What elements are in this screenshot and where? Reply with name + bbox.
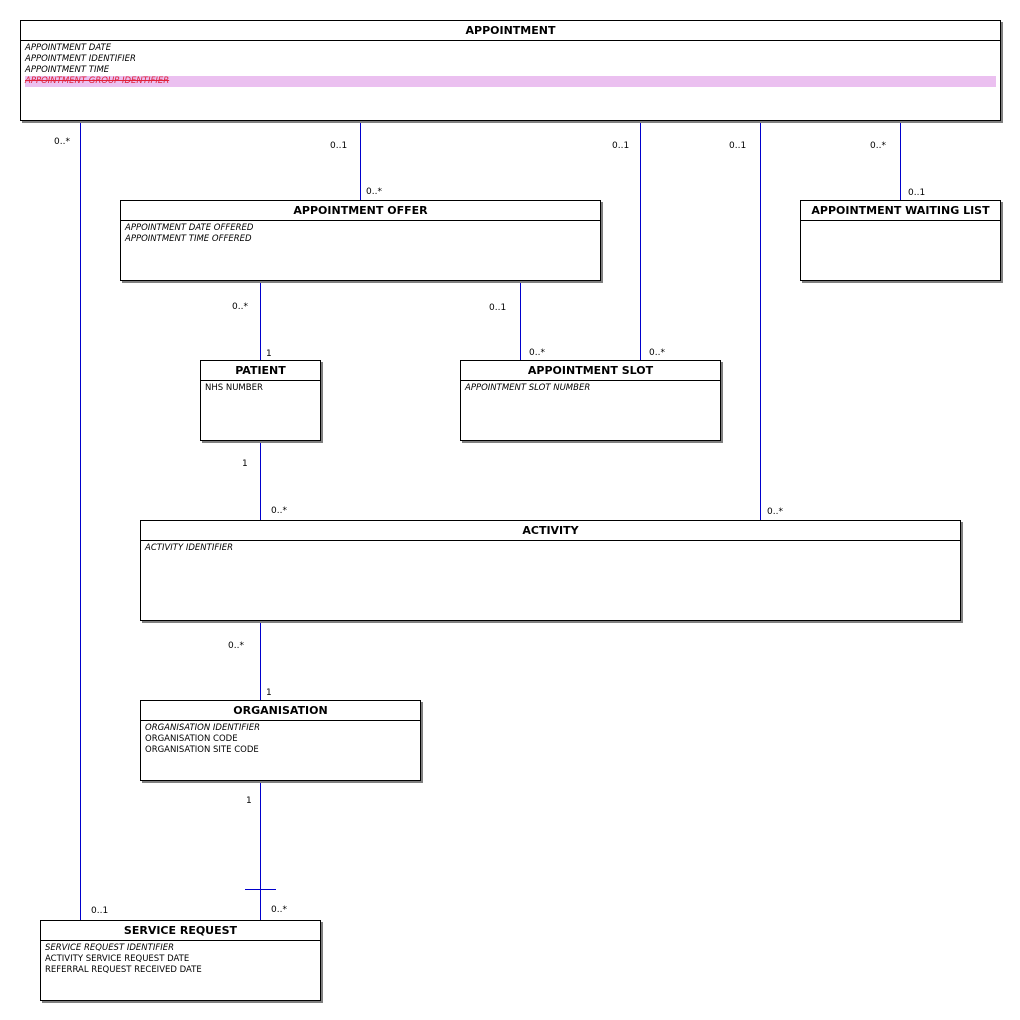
entity-activity[interactable]: ACTIVITY ACTIVITY IDENTIFIER (140, 520, 961, 621)
mult-offer-to-slot: 0..1 (489, 303, 507, 313)
attribute-organisation-code: ORGANISATION CODE (145, 734, 238, 744)
mult-organisation-to-service-request: 1 (246, 796, 252, 806)
entity-appointment-waiting-list[interactable]: APPOINTMENT WAITING LIST (800, 200, 1001, 281)
connector-appointment-slot (640, 121, 641, 360)
attribute-list (801, 221, 1000, 223)
attribute-service-request-identifier: SERVICE REQUEST IDENTIFIER (45, 943, 175, 953)
mult-appointment-to-service-request: 0..* (54, 137, 70, 147)
entity-title: APPOINTMENT OFFER (121, 201, 600, 221)
connector-offer-slot (520, 281, 521, 360)
entity-title: PATIENT (201, 361, 320, 381)
attribute-organisation-site-code: ORGANISATION SITE CODE (145, 745, 259, 755)
attribute-list: SERVICE REQUEST IDENTIFIER ACTIVITY SERV… (41, 941, 320, 976)
attribute-list: APPOINTMENT DATE APPOINTMENT IDENTIFIER … (21, 41, 1000, 87)
attribute-list: ACTIVITY IDENTIFIER (141, 541, 960, 554)
attribute-appointment-time-offered: APPOINTMENT TIME OFFERED (125, 234, 252, 244)
mandatory-crossbar-marker (245, 889, 276, 890)
mult-waiting-list-from-appointment: 0..1 (908, 188, 926, 198)
entity-title: APPOINTMENT SLOT (461, 361, 720, 381)
connector-appointment-offer (360, 121, 361, 200)
entity-title: SERVICE REQUEST (41, 921, 320, 941)
mult-organisation-from-activity: 1 (266, 688, 272, 698)
mult-offer-from-appointment: 0..* (366, 187, 382, 197)
attribute-referral-request-received-date: REFERRAL REQUEST RECEIVED DATE (45, 965, 202, 975)
mult-appointment-to-offer: 0..1 (330, 141, 348, 151)
attribute-organisation-identifier: ORGANISATION IDENTIFIER (145, 723, 261, 733)
mult-patient-to-activity: 1 (242, 459, 248, 469)
entity-appointment-offer[interactable]: APPOINTMENT OFFER APPOINTMENT DATE OFFER… (120, 200, 601, 281)
entity-title: APPOINTMENT (21, 21, 1000, 41)
connector-patient-activity (260, 441, 261, 520)
attribute-appointment-time: APPOINTMENT TIME (25, 65, 110, 75)
entity-organisation[interactable]: ORGANISATION ORGANISATION IDENTIFIER ORG… (140, 700, 421, 781)
entity-patient[interactable]: PATIENT NHS NUMBER (200, 360, 321, 441)
attribute-appointment-date-offered: APPOINTMENT DATE OFFERED (125, 223, 254, 233)
mult-appointment-to-slot: 0..1 (612, 141, 630, 151)
connector-appointment-activity (760, 121, 761, 520)
attribute-appointment-identifier: APPOINTMENT IDENTIFIER (25, 54, 136, 64)
connector-activity-organisation (260, 621, 261, 700)
attribute-activity-identifier: ACTIVITY IDENTIFIER (145, 543, 234, 553)
mult-slot-from-appointment: 0..* (649, 348, 665, 358)
connector-offer-patient (260, 281, 261, 360)
mult-service-request-from-appointment: 0..1 (91, 906, 109, 916)
entity-appointment-slot[interactable]: APPOINTMENT SLOT APPOINTMENT SLOT NUMBER (460, 360, 721, 441)
attribute-appointment-slot-number: APPOINTMENT SLOT NUMBER (465, 383, 591, 393)
attribute-nhs-number: NHS NUMBER (205, 383, 263, 393)
entity-appointment[interactable]: APPOINTMENT APPOINTMENT DATE APPOINTMENT… (20, 20, 1001, 121)
attribute-list: APPOINTMENT DATE OFFERED APPOINTMENT TIM… (121, 221, 600, 245)
mult-patient-from-offer: 1 (266, 349, 272, 359)
attribute-appointment-date: APPOINTMENT DATE (25, 43, 112, 53)
entity-service-request[interactable]: SERVICE REQUEST SERVICE REQUEST IDENTIFI… (40, 920, 321, 1001)
mult-appointment-to-activity: 0..1 (729, 141, 747, 151)
connector-organisation-service-request (260, 781, 261, 920)
connector-appointment-service-request (80, 121, 81, 920)
entity-title: APPOINTMENT WAITING LIST (801, 201, 1000, 221)
mult-appointment-to-waiting-list: 0..* (870, 141, 886, 151)
attribute-activity-service-request-date: ACTIVITY SERVICE REQUEST DATE (45, 954, 190, 964)
attribute-list: NHS NUMBER (201, 381, 320, 394)
mult-activity-from-appointment: 0..* (767, 507, 783, 517)
attribute-appointment-group-identifier-removed: APPOINTMENT GROUP IDENTIFIER (25, 76, 996, 87)
attribute-list: APPOINTMENT SLOT NUMBER (461, 381, 720, 394)
entity-title: ORGANISATION (141, 701, 420, 721)
mult-activity-from-patient: 0..* (271, 506, 287, 516)
mult-offer-to-patient: 0..* (232, 302, 248, 312)
mult-activity-to-organisation: 0..* (228, 641, 244, 651)
connector-appointment-waiting-list (900, 121, 901, 200)
entity-title: ACTIVITY (141, 521, 960, 541)
mult-service-request-from-organisation: 0..* (271, 905, 287, 915)
attribute-list: ORGANISATION IDENTIFIER ORGANISATION COD… (141, 721, 420, 756)
mult-slot-from-offer: 0..* (529, 348, 545, 358)
